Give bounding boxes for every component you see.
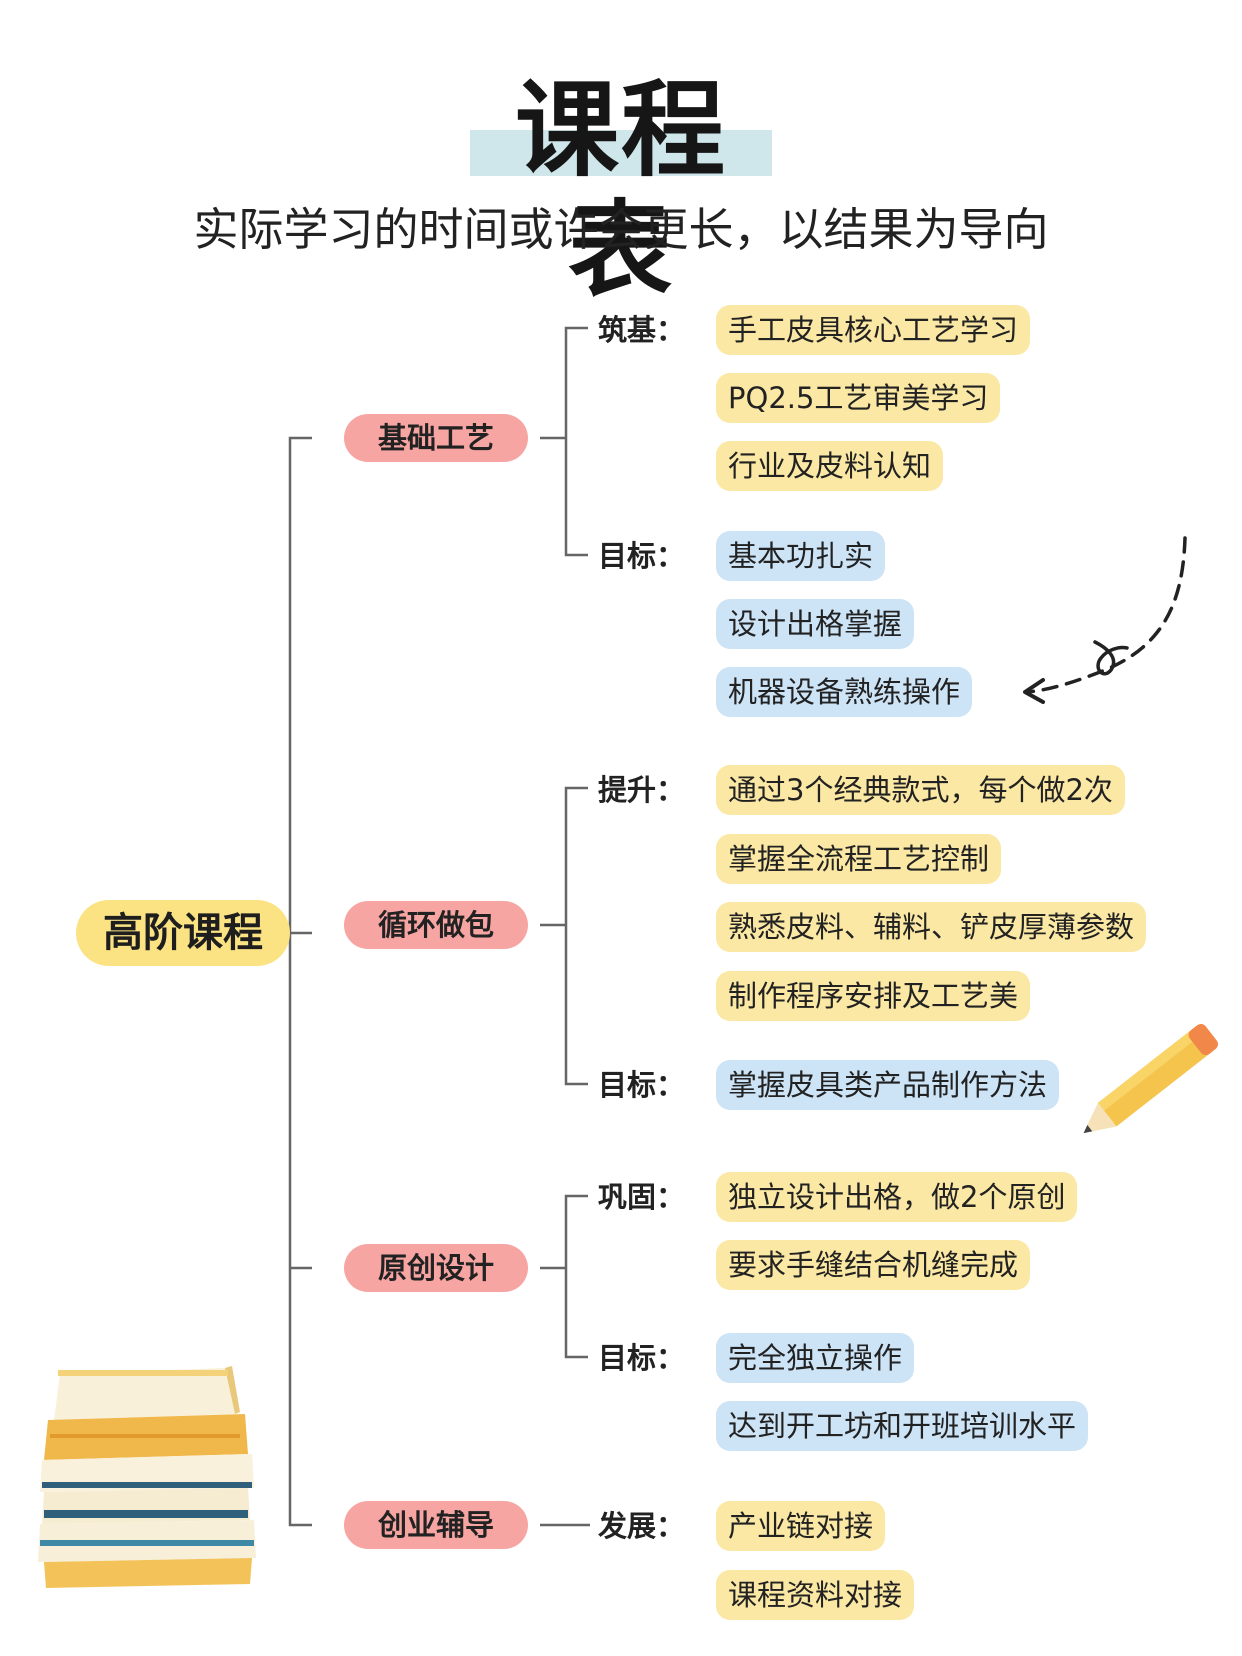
goal-item: 完全独立操作 [716, 1333, 915, 1383]
course-item: 产业链对接 [716, 1501, 886, 1551]
course-item: 行业及皮料认知 [716, 441, 944, 491]
course-item: 制作程序安排及工艺美 [716, 971, 1031, 1021]
group-label: 巩固： [598, 1180, 686, 1214]
group-label: 提升： [598, 773, 686, 807]
title-highlight [470, 130, 772, 176]
goal-item: 达到开工坊和开班培训水平 [716, 1401, 1089, 1451]
root-node: 高阶课程 [76, 900, 290, 966]
course-item: 课程资料对接 [716, 1570, 915, 1620]
module-node-startup-coaching: 创业辅导 [344, 1501, 528, 1549]
module-node-original-design: 原创设计 [344, 1244, 528, 1292]
course-item: 掌握全流程工艺控制 [716, 834, 1002, 884]
course-item: 熟悉皮料、辅料、铲皮厚薄参数 [716, 902, 1147, 952]
course-item: 手工皮具核心工艺学习 [716, 305, 1031, 355]
goal-item: 机器设备熟练操作 [716, 667, 973, 717]
book-stack-icon [38, 1366, 256, 1588]
module-node-cycle-bag: 循环做包 [344, 901, 528, 949]
group-label: 目标： [598, 1068, 686, 1102]
goal-item: 掌握皮具类产品制作方法 [716, 1060, 1060, 1110]
course-item: PQ2.5工艺审美学习 [716, 373, 1001, 423]
page-title: 课程表 [514, 69, 727, 311]
group-label: 发展： [598, 1509, 686, 1543]
course-item: 要求手缝结合机缝完成 [716, 1240, 1031, 1290]
pencil-icon [1083, 1023, 1219, 1134]
group-label: 筑基： [598, 313, 686, 347]
goal-item: 设计出格掌握 [716, 599, 915, 649]
module-node-basic-craft: 基础工艺 [344, 414, 528, 462]
page-subtitle: 实际学习的时间或许会更长，以结果为导向 [193, 203, 1049, 256]
dashed-arrow-icon [1023, 536, 1187, 704]
goal-item: 基本功扎实 [716, 531, 886, 581]
group-label: 目标： [598, 539, 686, 573]
course-item: 独立设计出格，做2个原创 [716, 1172, 1078, 1222]
group-label: 目标： [598, 1341, 686, 1375]
course-item: 通过3个经典款式，每个做2次 [716, 765, 1125, 815]
